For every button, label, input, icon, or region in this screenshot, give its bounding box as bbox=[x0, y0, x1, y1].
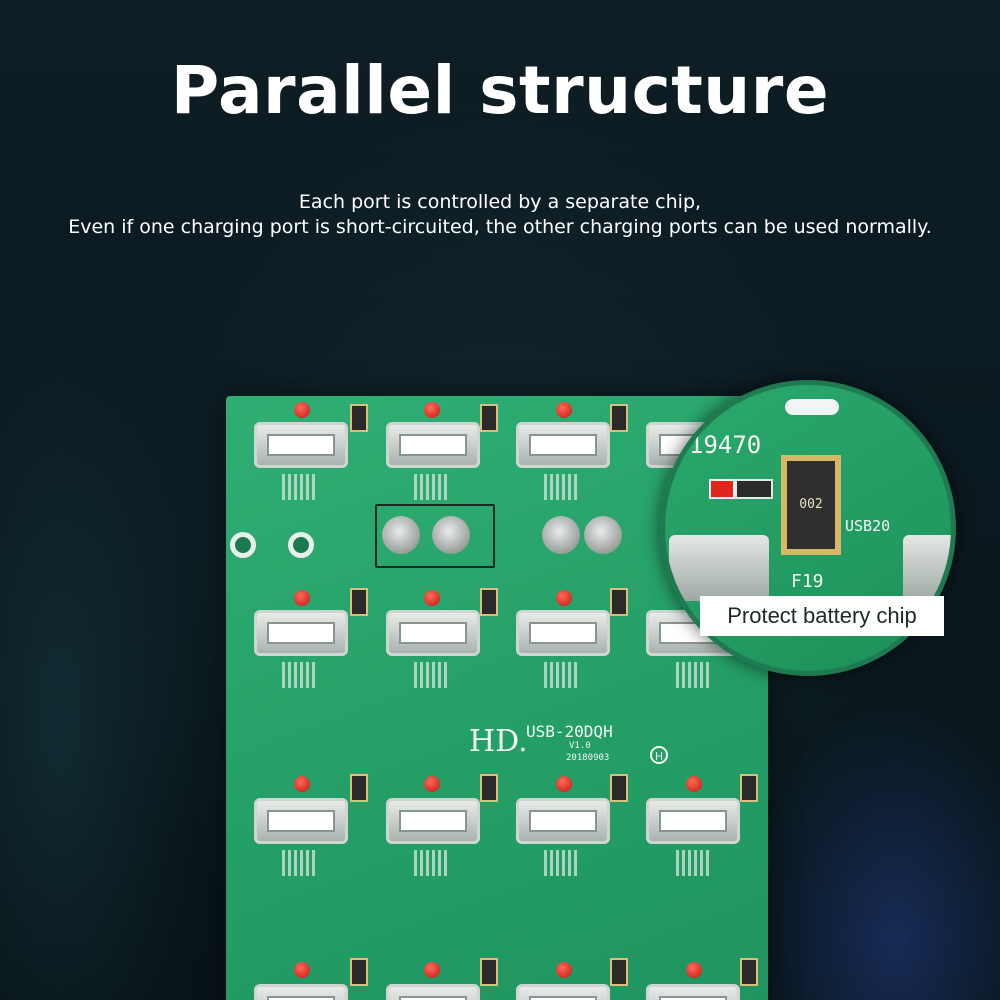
status-led bbox=[556, 962, 572, 978]
magnified-led bbox=[709, 479, 735, 499]
protection-chip bbox=[610, 774, 628, 802]
status-led bbox=[556, 590, 572, 606]
status-led bbox=[556, 776, 572, 792]
usb-port bbox=[254, 798, 348, 844]
board-date: 20180903 bbox=[566, 753, 610, 763]
magnified-usb-port bbox=[669, 535, 769, 601]
protection-chip bbox=[350, 958, 368, 986]
mounting-hole bbox=[288, 532, 314, 558]
protection-chip bbox=[610, 958, 628, 986]
usb-port bbox=[386, 798, 480, 844]
power-terminal-screw bbox=[382, 516, 420, 554]
protection-chip bbox=[480, 774, 498, 802]
power-terminal-screw bbox=[584, 516, 622, 554]
status-led bbox=[424, 776, 440, 792]
power-terminal-box bbox=[375, 504, 495, 568]
usb-port bbox=[254, 422, 348, 468]
status-led bbox=[424, 962, 440, 978]
status-led bbox=[294, 776, 310, 792]
usb-port bbox=[386, 422, 480, 468]
status-led bbox=[686, 962, 702, 978]
protection-chip bbox=[610, 588, 628, 616]
magnified-component-code: 19470 bbox=[689, 431, 762, 459]
protection-chip bbox=[480, 958, 498, 986]
board-model: USB-20DQH bbox=[526, 722, 613, 741]
magnified-fuse-label: F19 bbox=[791, 571, 824, 592]
protection-chip bbox=[480, 404, 498, 432]
protect-battery-chip: 002 bbox=[781, 455, 841, 555]
usb-port bbox=[254, 610, 348, 656]
silkscreen-marking bbox=[544, 474, 580, 500]
status-led bbox=[294, 590, 310, 606]
usb-port bbox=[516, 798, 610, 844]
protection-chip bbox=[610, 404, 628, 432]
silkscreen-marking bbox=[414, 850, 450, 876]
protection-chip bbox=[350, 404, 368, 432]
mounting-hole bbox=[230, 532, 256, 558]
status-led bbox=[686, 776, 702, 792]
silkscreen-marking bbox=[414, 662, 450, 688]
silkscreen-marking bbox=[414, 474, 450, 500]
board-brand: HD. bbox=[469, 724, 528, 759]
status-led bbox=[424, 402, 440, 418]
subtitle-line-1: Each port is controlled by a separate ch… bbox=[298, 191, 702, 213]
usb-port bbox=[646, 984, 740, 1000]
mounting-slot bbox=[785, 399, 839, 415]
protection-chip bbox=[740, 774, 758, 802]
usb-port bbox=[516, 610, 610, 656]
protection-chip bbox=[480, 588, 498, 616]
silkscreen-marking bbox=[282, 850, 318, 876]
usb-port bbox=[516, 984, 610, 1000]
subtitle-line-2: Even if one charging port is short-circu… bbox=[68, 216, 932, 238]
board-mark-logo: H bbox=[650, 746, 668, 764]
background-glow-right bbox=[740, 700, 1000, 1000]
status-led bbox=[424, 590, 440, 606]
chip-marking: 002 bbox=[799, 497, 823, 512]
protection-chip bbox=[350, 588, 368, 616]
magnified-usb-port bbox=[903, 535, 951, 601]
usb-port bbox=[386, 610, 480, 656]
power-terminal-screw bbox=[432, 516, 470, 554]
status-led bbox=[294, 962, 310, 978]
silkscreen-marking bbox=[544, 850, 580, 876]
protection-chip bbox=[350, 774, 368, 802]
protection-chip bbox=[740, 958, 758, 986]
power-terminal-screw bbox=[542, 516, 580, 554]
silkscreen-marking bbox=[282, 474, 318, 500]
usb-port bbox=[516, 422, 610, 468]
page-title: Parallel structure bbox=[170, 52, 830, 129]
silkscreen-marking bbox=[676, 850, 712, 876]
protect-battery-chip-label: Protect battery chip bbox=[700, 596, 944, 636]
silkscreen-marking bbox=[676, 662, 712, 688]
status-led bbox=[294, 402, 310, 418]
silkscreen-marking bbox=[282, 662, 318, 688]
silkscreen-marking bbox=[544, 662, 580, 688]
magnified-usb-label: USB20 bbox=[845, 517, 891, 535]
usb-port bbox=[646, 798, 740, 844]
magnified-resistor bbox=[735, 479, 773, 499]
board-version: V1.0 bbox=[569, 741, 591, 751]
usb-port bbox=[254, 984, 348, 1000]
status-led bbox=[556, 402, 572, 418]
background-glow-left bbox=[0, 300, 200, 1000]
usb-port bbox=[386, 984, 480, 1000]
